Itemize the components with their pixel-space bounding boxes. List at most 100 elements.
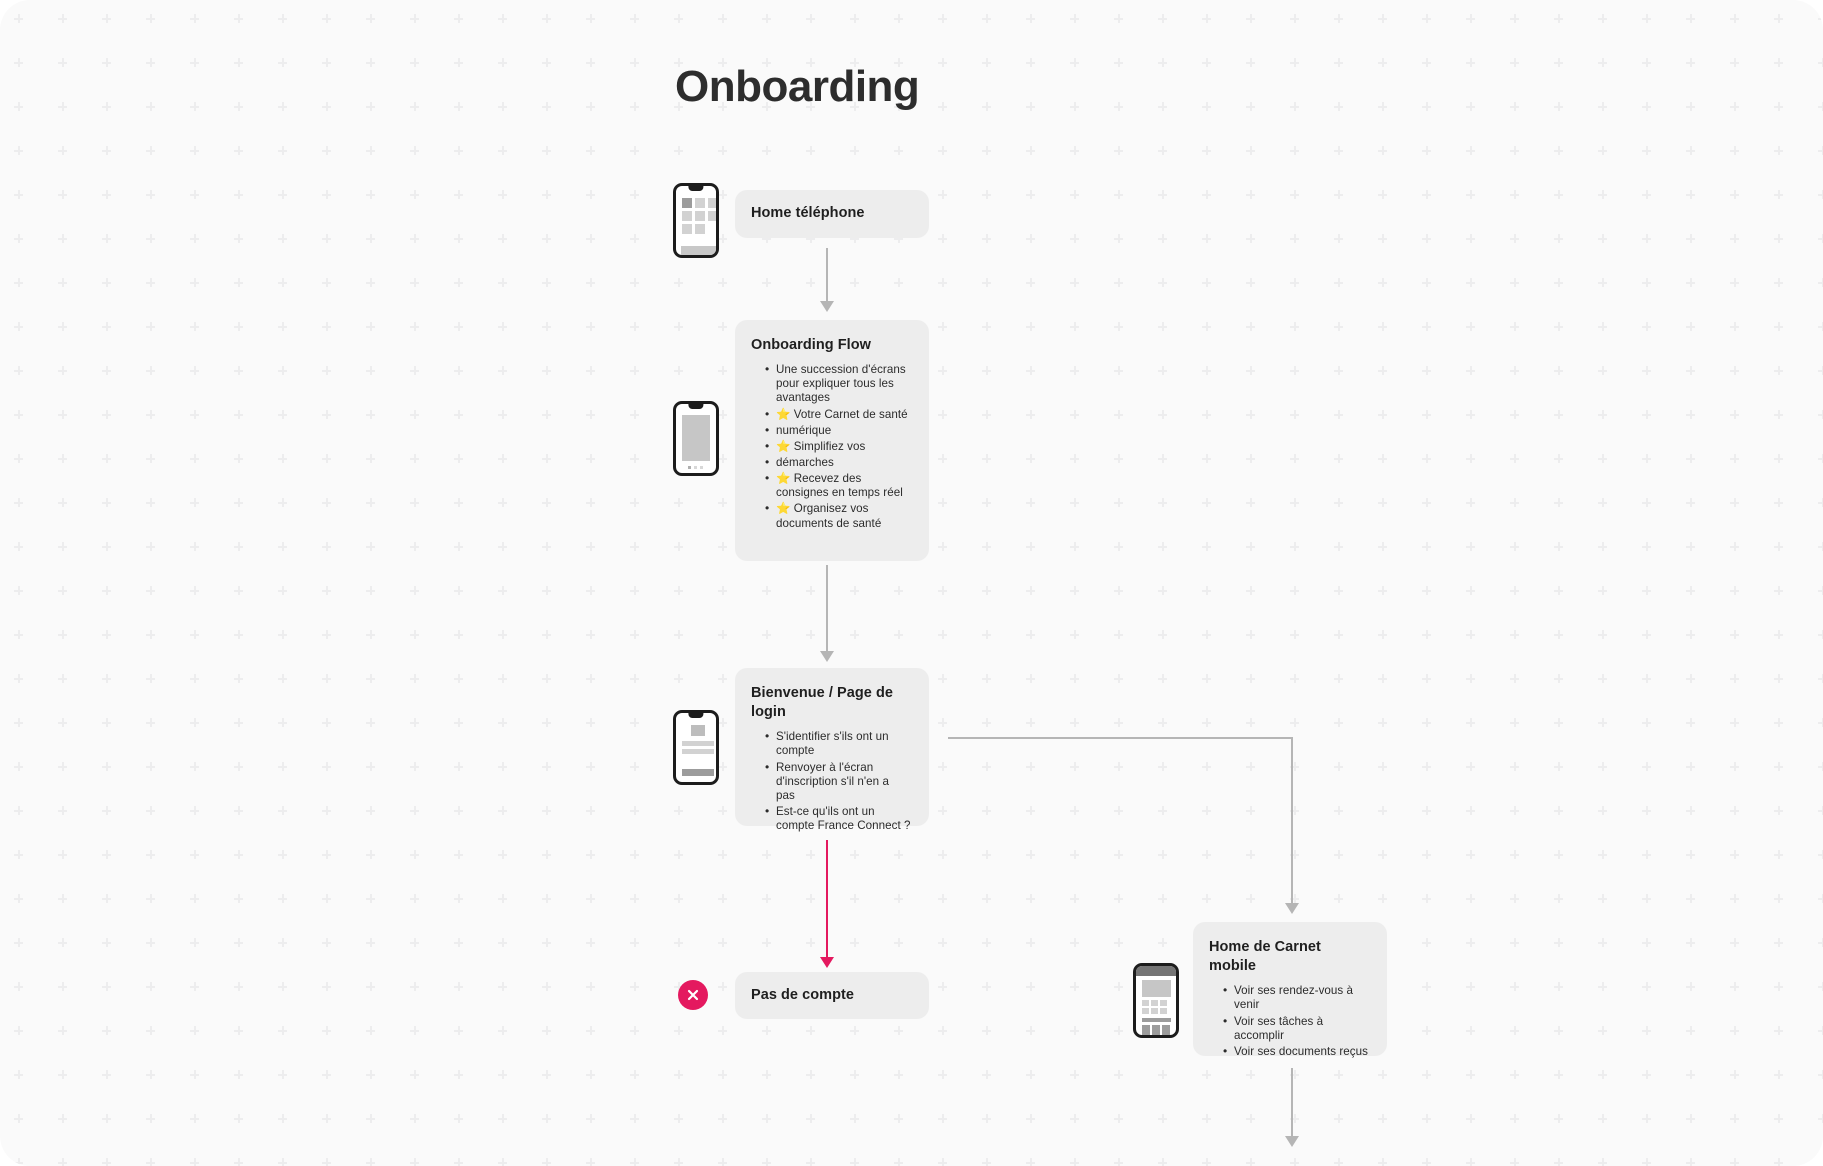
grid-plus-icon bbox=[1510, 674, 1519, 683]
grid-plus-icon bbox=[1334, 894, 1343, 903]
grid-plus-icon bbox=[102, 146, 111, 155]
grid-plus-icon bbox=[1114, 454, 1123, 463]
grid-plus-icon bbox=[1510, 102, 1519, 111]
card-home-telephone[interactable]: Home téléphone bbox=[735, 190, 929, 238]
grid-plus-icon bbox=[586, 718, 595, 727]
grid-plus-icon bbox=[1026, 850, 1035, 859]
grid-plus-icon bbox=[1158, 498, 1167, 507]
card-bullet-list: S'identifier s'ils ont un compte Renvoye… bbox=[751, 729, 911, 833]
grid-plus-icon bbox=[1378, 146, 1387, 155]
grid-plus-icon bbox=[1070, 1158, 1079, 1166]
grid-plus-icon bbox=[586, 498, 595, 507]
grid-plus-icon bbox=[14, 278, 23, 287]
grid-plus-icon bbox=[1202, 498, 1211, 507]
grid-plus-icon bbox=[630, 1114, 639, 1123]
grid-plus-icon bbox=[1246, 454, 1255, 463]
card-bienvenue-login[interactable]: Bienvenue / Page de login S'identifier s… bbox=[735, 668, 929, 832]
grid-plus-icon bbox=[14, 1070, 23, 1079]
grid-plus-icon bbox=[630, 542, 639, 551]
grid-plus-icon bbox=[322, 894, 331, 903]
grid-plus-icon bbox=[1026, 938, 1035, 947]
list-item: Voir ses tâches à accomplir bbox=[1223, 1014, 1369, 1043]
grid-plus-icon bbox=[1378, 718, 1387, 727]
grid-plus-icon bbox=[1774, 718, 1783, 727]
grid-plus-icon bbox=[146, 278, 155, 287]
grid-plus-icon bbox=[1510, 190, 1519, 199]
grid-plus-icon bbox=[1026, 234, 1035, 243]
grid-plus-icon bbox=[806, 1158, 815, 1166]
grid-plus-icon bbox=[1334, 58, 1343, 67]
grid-plus-icon bbox=[1686, 674, 1695, 683]
grid-plus-icon bbox=[278, 938, 287, 947]
grid-plus-icon bbox=[322, 806, 331, 815]
grid-plus-icon bbox=[14, 718, 23, 727]
grid-plus-icon bbox=[1114, 234, 1123, 243]
grid-plus-icon bbox=[278, 850, 287, 859]
grid-plus-icon bbox=[58, 146, 67, 155]
grid-plus-icon bbox=[366, 366, 375, 375]
card-pas-de-compte[interactable]: Pas de compte bbox=[735, 972, 929, 1019]
grid-plus-icon bbox=[1026, 498, 1035, 507]
grid-plus-icon bbox=[190, 146, 199, 155]
grid-plus-icon bbox=[938, 982, 947, 991]
grid-plus-icon bbox=[1598, 850, 1607, 859]
grid-plus-icon bbox=[630, 586, 639, 595]
error-x-icon[interactable] bbox=[678, 980, 708, 1010]
grid-plus-icon bbox=[278, 454, 287, 463]
grid-plus-icon bbox=[366, 674, 375, 683]
grid-plus-icon bbox=[454, 718, 463, 727]
grid-plus-icon bbox=[1554, 498, 1563, 507]
grid-plus-icon bbox=[322, 938, 331, 947]
grid-plus-icon bbox=[58, 58, 67, 67]
grid-plus-icon bbox=[1466, 542, 1475, 551]
grid-plus-icon bbox=[850, 1026, 859, 1035]
grid-plus-icon bbox=[1642, 14, 1651, 23]
grid-plus-icon bbox=[1730, 718, 1739, 727]
grid-plus-icon bbox=[1158, 806, 1167, 815]
grid-plus-icon bbox=[410, 1070, 419, 1079]
card-title-onboarding-flow: Onboarding Flow bbox=[751, 337, 871, 353]
grid-plus-icon bbox=[1774, 674, 1783, 683]
grid-plus-icon bbox=[982, 1026, 991, 1035]
grid-plus-icon bbox=[322, 542, 331, 551]
grid-plus-icon bbox=[58, 806, 67, 815]
grid-plus-icon bbox=[454, 58, 463, 67]
grid-plus-icon bbox=[410, 454, 419, 463]
grid-plus-icon bbox=[322, 366, 331, 375]
grid-plus-icon bbox=[1554, 234, 1563, 243]
grid-plus-icon bbox=[894, 1070, 903, 1079]
grid-plus-icon bbox=[1158, 1070, 1167, 1079]
grid-plus-icon bbox=[1334, 1070, 1343, 1079]
grid-plus-icon bbox=[190, 102, 199, 111]
grid-plus-icon bbox=[366, 542, 375, 551]
grid-plus-icon bbox=[586, 366, 595, 375]
grid-plus-icon bbox=[542, 14, 551, 23]
card-onboarding-flow[interactable]: Onboarding Flow Une succession d'écrans … bbox=[735, 320, 929, 561]
grid-plus-icon bbox=[58, 894, 67, 903]
card-bullet-list: Voir ses rendez-vous à venir Voir ses tâ… bbox=[1209, 983, 1369, 1059]
grid-plus-icon bbox=[1158, 58, 1167, 67]
grid-plus-icon bbox=[1642, 806, 1651, 815]
grid-plus-icon bbox=[982, 806, 991, 815]
grid-plus-icon bbox=[190, 498, 199, 507]
grid-plus-icon bbox=[190, 586, 199, 595]
grid-plus-icon bbox=[982, 1114, 991, 1123]
card-home-carnet-mobile[interactable]: Home de Carnet mobile Voir ses rendez-vo… bbox=[1193, 922, 1387, 1059]
grid-plus-icon bbox=[1642, 1070, 1651, 1079]
grid-plus-icon bbox=[1818, 762, 1823, 771]
grid-plus-icon bbox=[146, 102, 155, 111]
grid-plus-icon bbox=[58, 718, 67, 727]
grid-plus-icon bbox=[1642, 982, 1651, 991]
grid-plus-icon bbox=[1598, 630, 1607, 639]
grid-plus-icon bbox=[58, 982, 67, 991]
grid-plus-icon bbox=[1686, 146, 1695, 155]
grid-plus-icon bbox=[1422, 1114, 1431, 1123]
grid-plus-icon bbox=[1818, 718, 1823, 727]
grid-plus-icon bbox=[410, 850, 419, 859]
grid-plus-icon bbox=[850, 1158, 859, 1166]
grid-plus-icon bbox=[1070, 234, 1079, 243]
grid-plus-icon bbox=[1774, 146, 1783, 155]
grid-plus-icon bbox=[762, 894, 771, 903]
grid-plus-icon bbox=[1818, 1070, 1823, 1079]
